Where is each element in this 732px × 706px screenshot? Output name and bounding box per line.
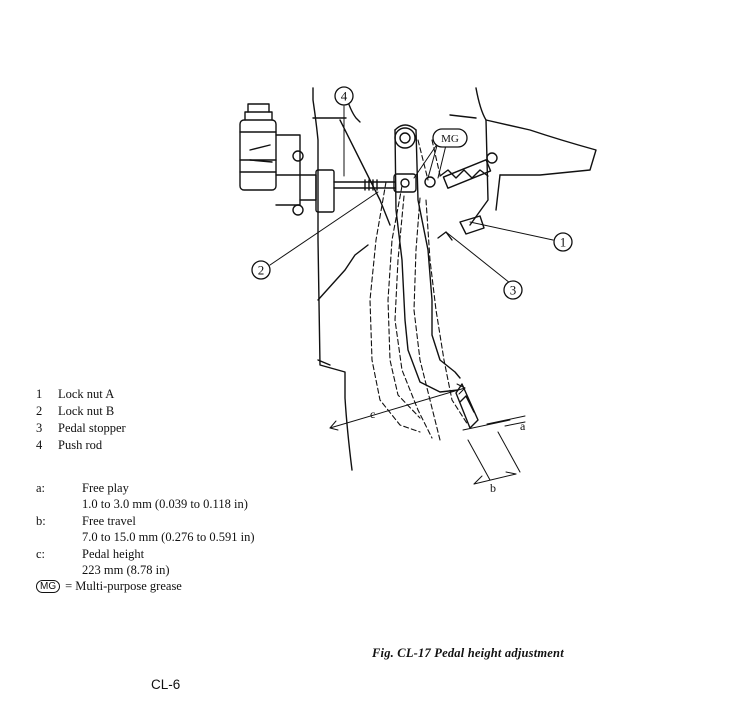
dim-label-c: c xyxy=(370,407,375,421)
spec-item: a: Free play xyxy=(36,480,255,496)
pedal-stopper xyxy=(437,215,485,241)
spec-key: c: xyxy=(36,546,46,561)
master-cylinder xyxy=(239,103,335,216)
mg-note-text: = Multi-purpose grease xyxy=(65,579,182,594)
legend-item: 1 Lock nut A xyxy=(36,386,126,403)
spec-item: b: Free travel xyxy=(36,513,255,529)
legend-item: 3 Pedal stopper xyxy=(36,420,126,437)
svg-text:1: 1 xyxy=(560,235,567,250)
spec-value: 7.0 to 15.0 mm (0.276 to 0.591 in) xyxy=(82,530,255,545)
specifications: a: Free play 1.0 to 3.0 mm (0.039 to 0.11… xyxy=(36,480,255,595)
figure-caption: Fig. CL-17 Pedal height adjustment xyxy=(372,646,564,660)
dimension-lines xyxy=(329,383,526,485)
legend-num: 3 xyxy=(36,421,43,435)
svg-text:4: 4 xyxy=(341,89,348,104)
legend-label: Pedal stopper xyxy=(58,421,126,435)
page-number: CL-6 xyxy=(151,677,181,692)
legend-label: Lock nut B xyxy=(58,404,115,418)
legend-item: 2 Lock nut B xyxy=(36,403,126,420)
legend-num: 4 xyxy=(36,438,43,452)
clevis xyxy=(393,127,436,193)
pedal-bracket xyxy=(312,87,597,471)
callout-3: 3 xyxy=(503,280,523,300)
legend-num: 2 xyxy=(36,404,43,418)
legend-num: 1 xyxy=(36,387,43,401)
legend-label: Lock nut A xyxy=(58,387,115,401)
callout-4: 4 xyxy=(334,86,354,106)
spec-name: Free play xyxy=(82,481,129,495)
pedal-arm xyxy=(394,124,461,393)
mg-callout: MG xyxy=(432,128,468,148)
dim-label-b: b xyxy=(490,481,496,495)
mg-note: MG = Multi-purpose grease xyxy=(36,578,255,594)
spec-value: 223 mm (8.78 in) xyxy=(82,563,170,578)
push-rod xyxy=(333,179,396,191)
spec-name: Free travel xyxy=(82,513,136,528)
legend-label: Push rod xyxy=(58,438,103,452)
parts-legend: 1 Lock nut A 2 Lock nut B 3 Pedal stopper 4… xyxy=(36,386,126,454)
spec-name: Pedal height xyxy=(82,546,145,561)
callout-1: 1 xyxy=(553,232,573,252)
legend-item: 4 Push rod xyxy=(36,437,126,454)
leader-lines xyxy=(269,105,554,284)
dim-label-a: a xyxy=(520,419,526,433)
spec-key: a: xyxy=(36,481,46,495)
svg-text:MG: MG xyxy=(441,133,459,145)
spec-item: c: Pedal height xyxy=(36,546,255,562)
spec-value: 1.0 to 3.0 mm (0.039 to 0.118 in) xyxy=(82,497,248,512)
mg-badge: MG xyxy=(36,580,61,594)
callout-2: 2 xyxy=(251,260,271,280)
spec-key: b: xyxy=(36,513,46,528)
return-spring xyxy=(439,152,498,189)
pedal-pad xyxy=(455,383,479,429)
pedal-travel-outline xyxy=(369,139,469,441)
svg-text:3: 3 xyxy=(510,283,517,298)
svg-text:2: 2 xyxy=(258,263,265,278)
